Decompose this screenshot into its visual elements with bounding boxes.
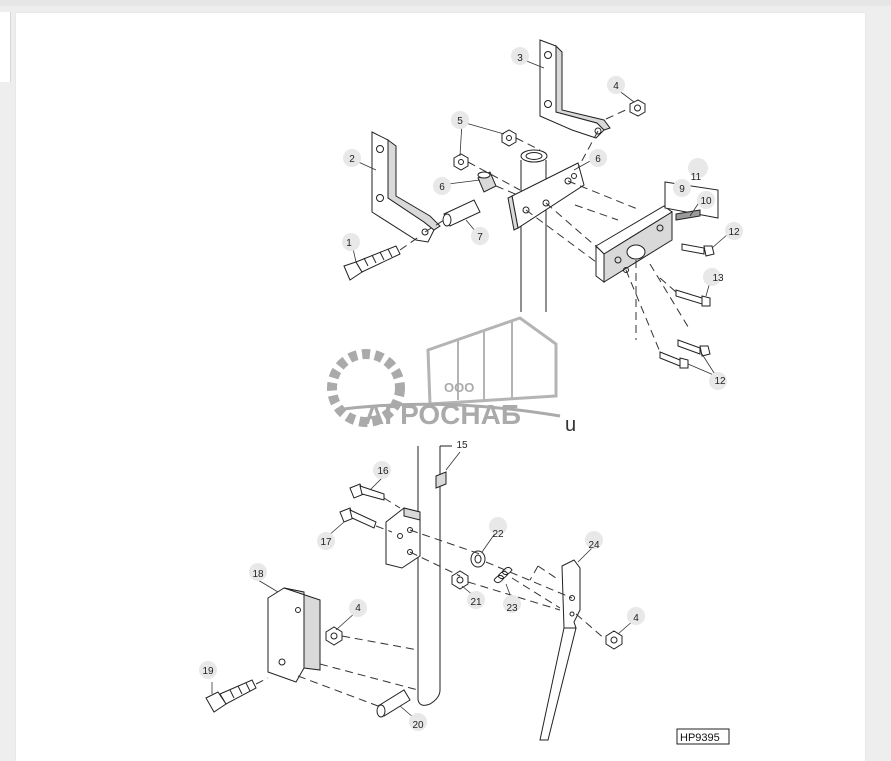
- part-18-bracket: [267, 587, 321, 683]
- svg-text:1: 1: [346, 238, 352, 249]
- part-3-bracket: [539, 39, 611, 139]
- svg-text:4: 4: [633, 613, 639, 624]
- vertical-post-lower: [417, 445, 452, 706]
- svg-text:7: 7: [477, 232, 483, 243]
- callout: 23: [503, 595, 521, 614]
- part-9-block: [595, 205, 673, 283]
- svg-text:4: 4: [613, 81, 619, 92]
- washer-22: [470, 550, 486, 568]
- watermark-suffix: u: [565, 414, 576, 436]
- watermark-prefix: ООО: [444, 380, 474, 395]
- callout: 9: [673, 179, 691, 197]
- callout: 4: [627, 607, 645, 625]
- bolt-17: [339, 507, 377, 529]
- svg-text:12: 12: [728, 227, 740, 238]
- svg-text:16: 16: [377, 466, 389, 477]
- callout: 6: [433, 177, 451, 195]
- svg-text:20: 20: [412, 720, 424, 731]
- lower-alignment-lines: [255, 497, 607, 707]
- spring-23: [493, 566, 513, 584]
- agrosnab-watermark: ООО АГРОСНАБ: [327, 316, 561, 430]
- callout: 21: [467, 591, 485, 609]
- figure-id-label: HP9395: [676, 728, 730, 745]
- callout: 4: [349, 599, 367, 617]
- svg-text:22: 22: [492, 529, 504, 540]
- spacer-7: [442, 199, 481, 227]
- part-2-bracket: [371, 131, 441, 243]
- callout: 6: [589, 149, 607, 167]
- svg-text:3: 3: [517, 53, 523, 64]
- callout-labels: 1 2 3 4 5 6 6 7 9 10 11 12 13 12 16 17 1…: [199, 47, 743, 731]
- nut-4-lower-left: [325, 626, 343, 646]
- callout: 3: [511, 47, 529, 65]
- harvester-icon: [426, 316, 558, 406]
- svg-text:9: 9: [679, 184, 685, 195]
- spacer-6: [477, 171, 497, 193]
- callout: 20: [409, 713, 427, 731]
- callout: 5: [451, 111, 469, 129]
- nut-5-a: [501, 129, 517, 147]
- svg-text:11: 11: [691, 172, 702, 183]
- watermark-name: АГРОСНАБ: [364, 399, 521, 430]
- callout: 12: [709, 372, 727, 390]
- svg-text:21: 21: [470, 597, 482, 608]
- upper-alignment-lines: [399, 107, 691, 353]
- svg-text:4: 4: [355, 603, 361, 614]
- svg-text:15: 15: [456, 440, 468, 451]
- lower-assembly: [205, 445, 635, 741]
- bolt-1: [343, 245, 401, 281]
- callout: 13: [703, 268, 724, 286]
- callout: 22: [489, 517, 507, 540]
- bolt-16: [349, 483, 385, 501]
- svg-text:18: 18: [252, 569, 264, 580]
- svg-text:HP9395: HP9395: [680, 732, 720, 744]
- spacer-20: [376, 689, 411, 718]
- svg-text:5: 5: [457, 116, 463, 127]
- svg-text:19: 19: [202, 666, 214, 677]
- callout: 18: [249, 563, 267, 581]
- bolt-12-upper: [681, 243, 715, 257]
- bolt-12-lower-a: [677, 339, 711, 357]
- callout: 12: [725, 222, 743, 240]
- svg-text:13: 13: [712, 273, 724, 284]
- callout: 17: [317, 532, 335, 550]
- bolt-19: [205, 679, 257, 713]
- top-strip: [0, 0, 891, 6]
- svg-text:6: 6: [439, 182, 445, 193]
- callout: 15: [456, 440, 468, 451]
- callout: 10: [697, 191, 715, 209]
- svg-text:17: 17: [320, 537, 332, 548]
- part-24-lever: [539, 559, 581, 741]
- vertical-post-upper: [520, 149, 548, 312]
- callout: 24: [585, 531, 603, 551]
- callout: 19: [199, 661, 217, 679]
- part-8-mounting-plate: [507, 162, 585, 231]
- nut-5-b: [453, 153, 469, 171]
- bolt-12-lower-b: [659, 351, 689, 369]
- left-edge-tab: [0, 12, 11, 82]
- part-10-pin: [675, 209, 701, 221]
- svg-text:6: 6: [595, 154, 601, 165]
- nut-4-lower-right: [605, 630, 623, 650]
- upper-assembly: [343, 39, 729, 377]
- svg-text:23: 23: [506, 603, 518, 614]
- nut-21: [451, 570, 469, 590]
- callout: 16: [373, 461, 391, 479]
- callout: 7: [471, 227, 489, 245]
- svg-text:24: 24: [588, 540, 600, 551]
- nut-4-upper: [629, 99, 646, 117]
- bolt-13: [675, 289, 711, 307]
- callout: 4: [607, 76, 625, 94]
- callout: 1: [342, 233, 360, 251]
- svg-text:10: 10: [700, 196, 712, 207]
- lower-mounting-plate: [385, 507, 421, 569]
- svg-text:2: 2: [349, 154, 355, 165]
- callout: 11: [688, 158, 708, 183]
- svg-text:12: 12: [714, 376, 726, 387]
- gear-icon: [327, 349, 405, 427]
- callout: 2: [343, 149, 361, 167]
